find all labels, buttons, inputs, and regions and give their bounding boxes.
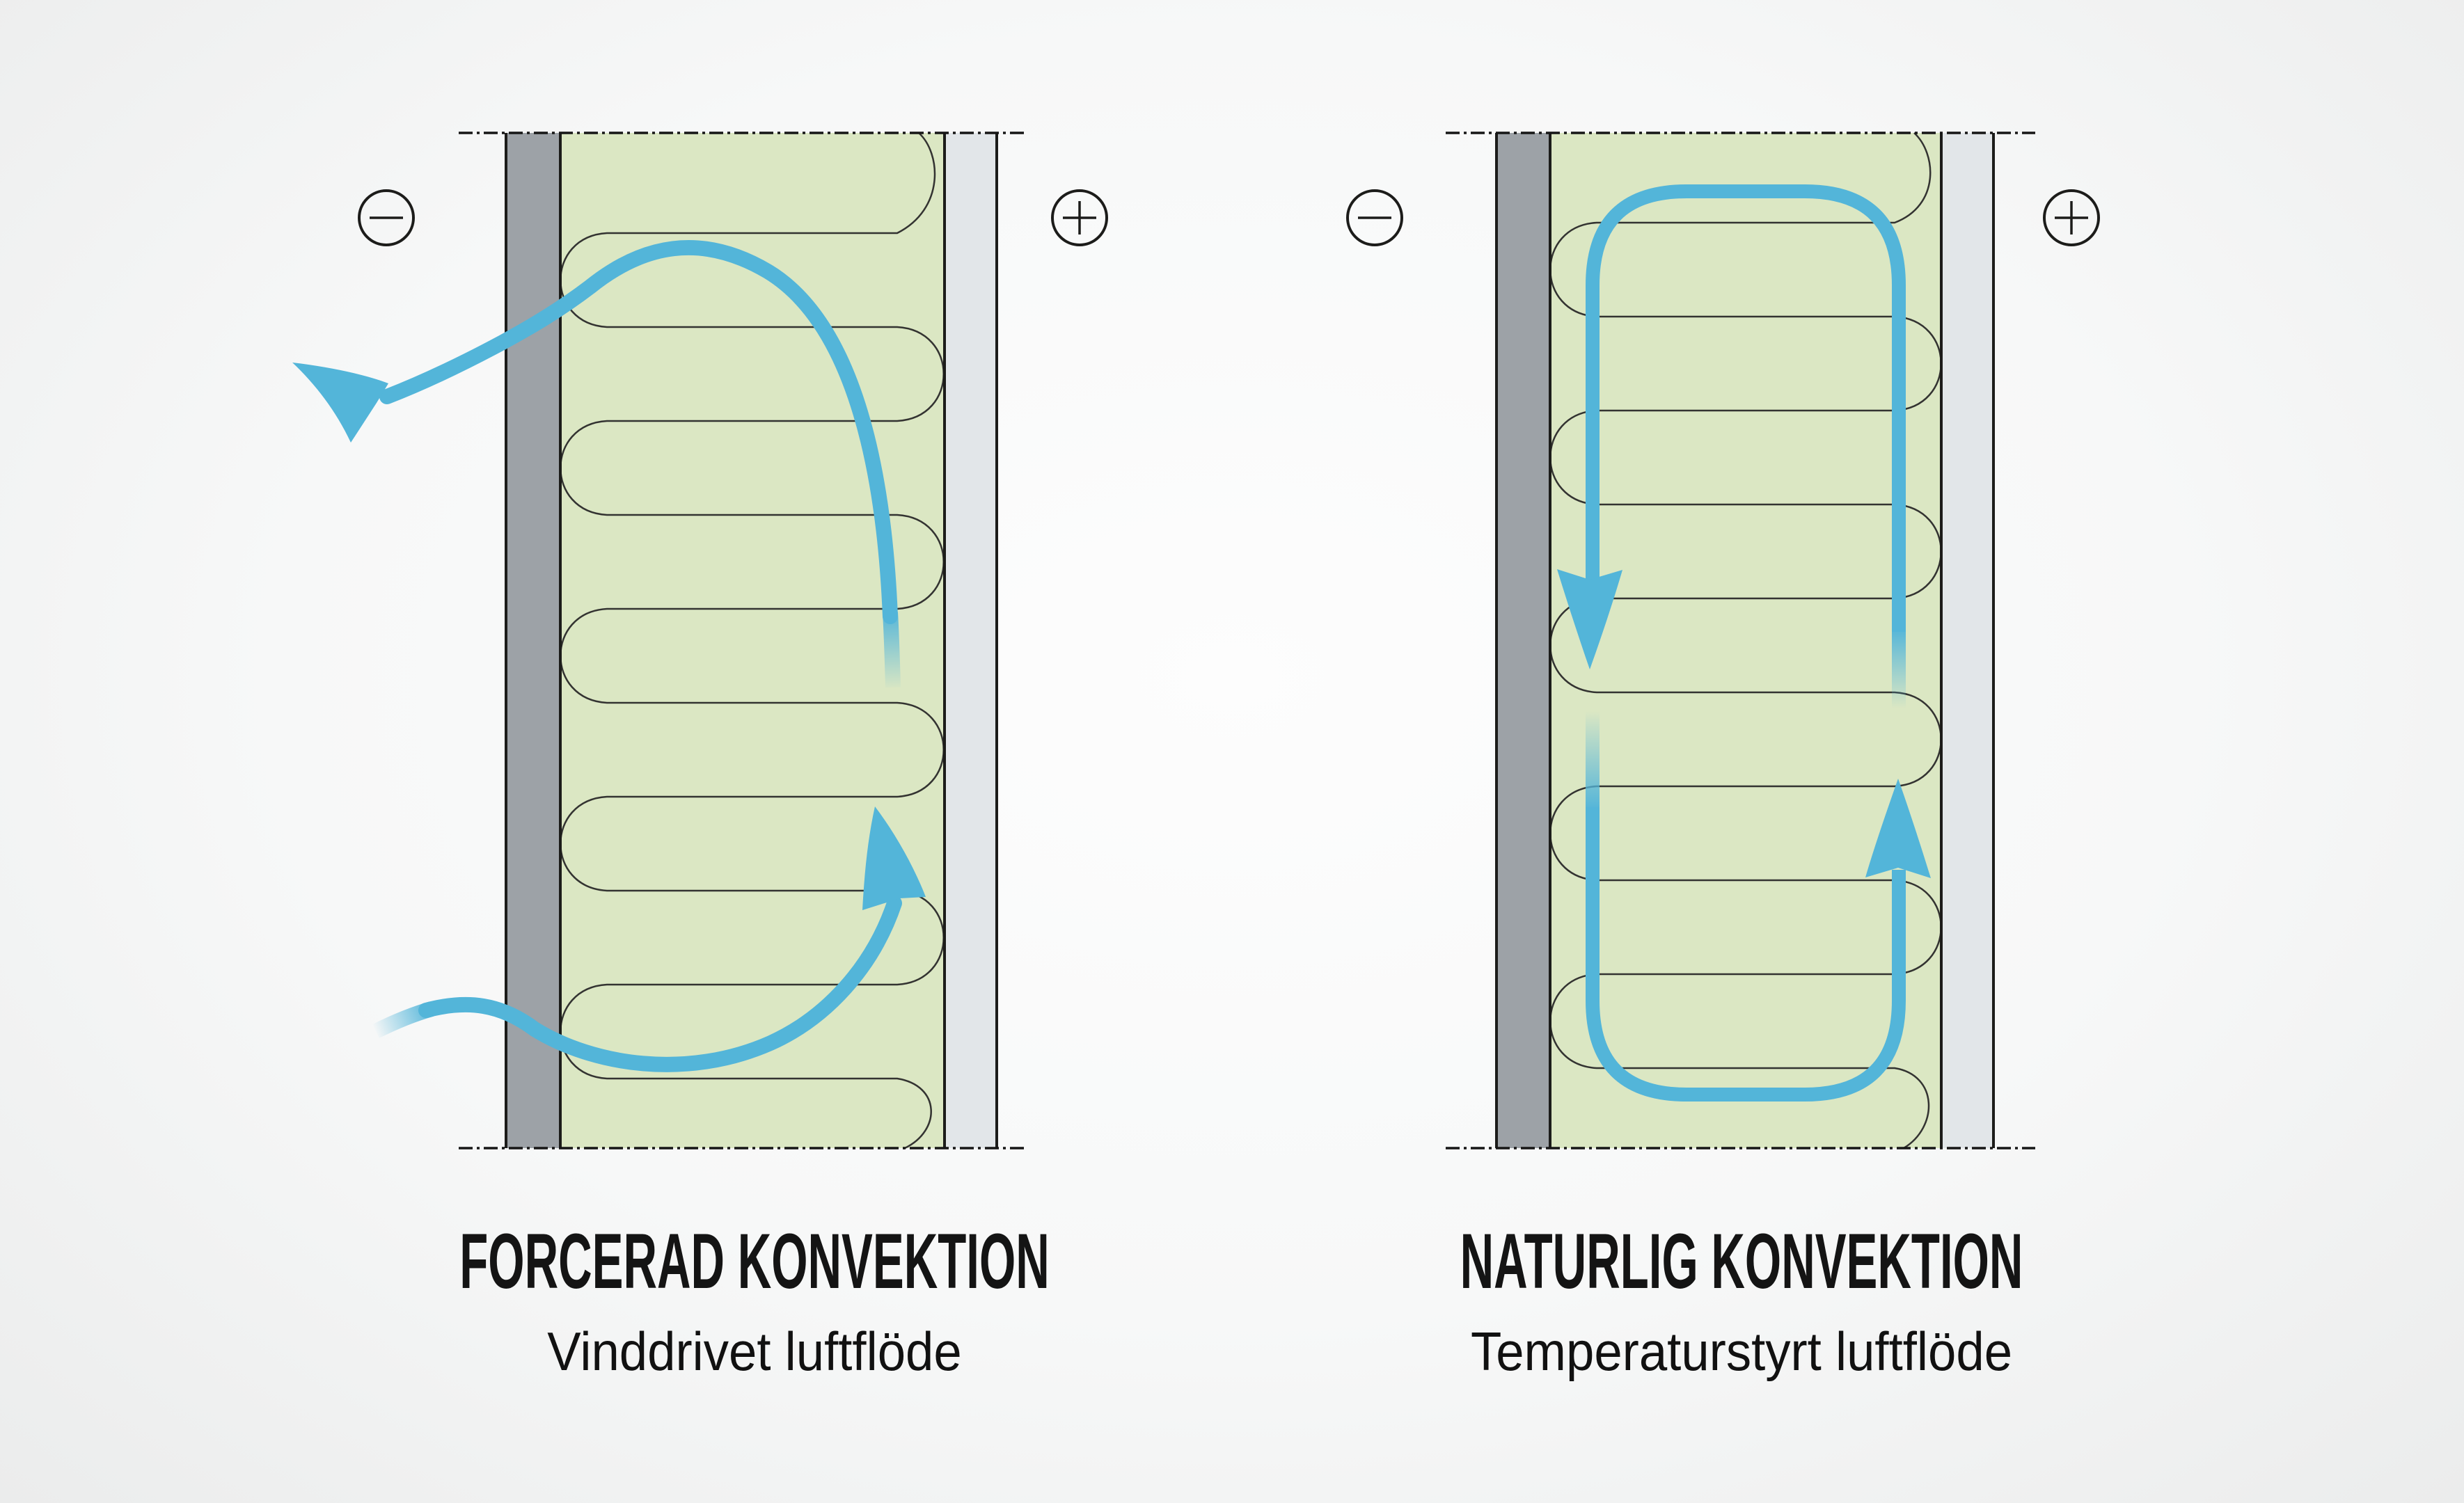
inflow-arrow: [372, 806, 926, 1072]
inner-board-layer: [945, 133, 997, 1148]
outflow-arrow-shaft: [379, 240, 898, 624]
outflow-arrow: [292, 240, 901, 688]
section-cut-lines: [1446, 132, 2035, 1150]
insulation-layer: [560, 133, 945, 1148]
convection-loop-down-segment: [1557, 184, 1906, 708]
outer-cladding-layer: [1496, 133, 1550, 1148]
loop-segment-shaft: [1586, 807, 1906, 1102]
outer-cladding-layer: [505, 133, 560, 1148]
minus-icon: [1346, 189, 1403, 246]
section-cut-lines: [459, 132, 1025, 1150]
up-arrowhead: [1865, 779, 1931, 878]
natural-convection-subtitle: Temperaturstyrt luftflöde: [1470, 1321, 2013, 1382]
outflow-arrowhead: [292, 363, 388, 443]
inner-board-layer: [1941, 133, 1994, 1148]
inflow-arrowhead: [862, 806, 926, 910]
forced-convection-subtitle: Vinddrivet luftflöde: [547, 1321, 962, 1382]
natural-convection-diagram: [1346, 132, 2100, 1150]
forced-convection-title: FORCERAD KONVEKTION: [459, 1218, 1050, 1305]
down-arrowhead: [1557, 569, 1622, 669]
natural-convection-title: NATURLIG KONVEKTION: [1460, 1218, 2023, 1305]
convection-loop-up-segment: [1586, 711, 1931, 1102]
plus-icon: [1051, 189, 1108, 246]
minus-icon: [358, 189, 415, 246]
plus-icon: [2043, 189, 2100, 246]
loop-segment-shaft: [1586, 184, 1906, 632]
forced-convection-diagram: [292, 132, 1108, 1150]
insulation-layer: [1550, 133, 1941, 1148]
inflow-arrow-shaft: [418, 896, 902, 1072]
wall-boundary-lines: [1495, 133, 1995, 1148]
